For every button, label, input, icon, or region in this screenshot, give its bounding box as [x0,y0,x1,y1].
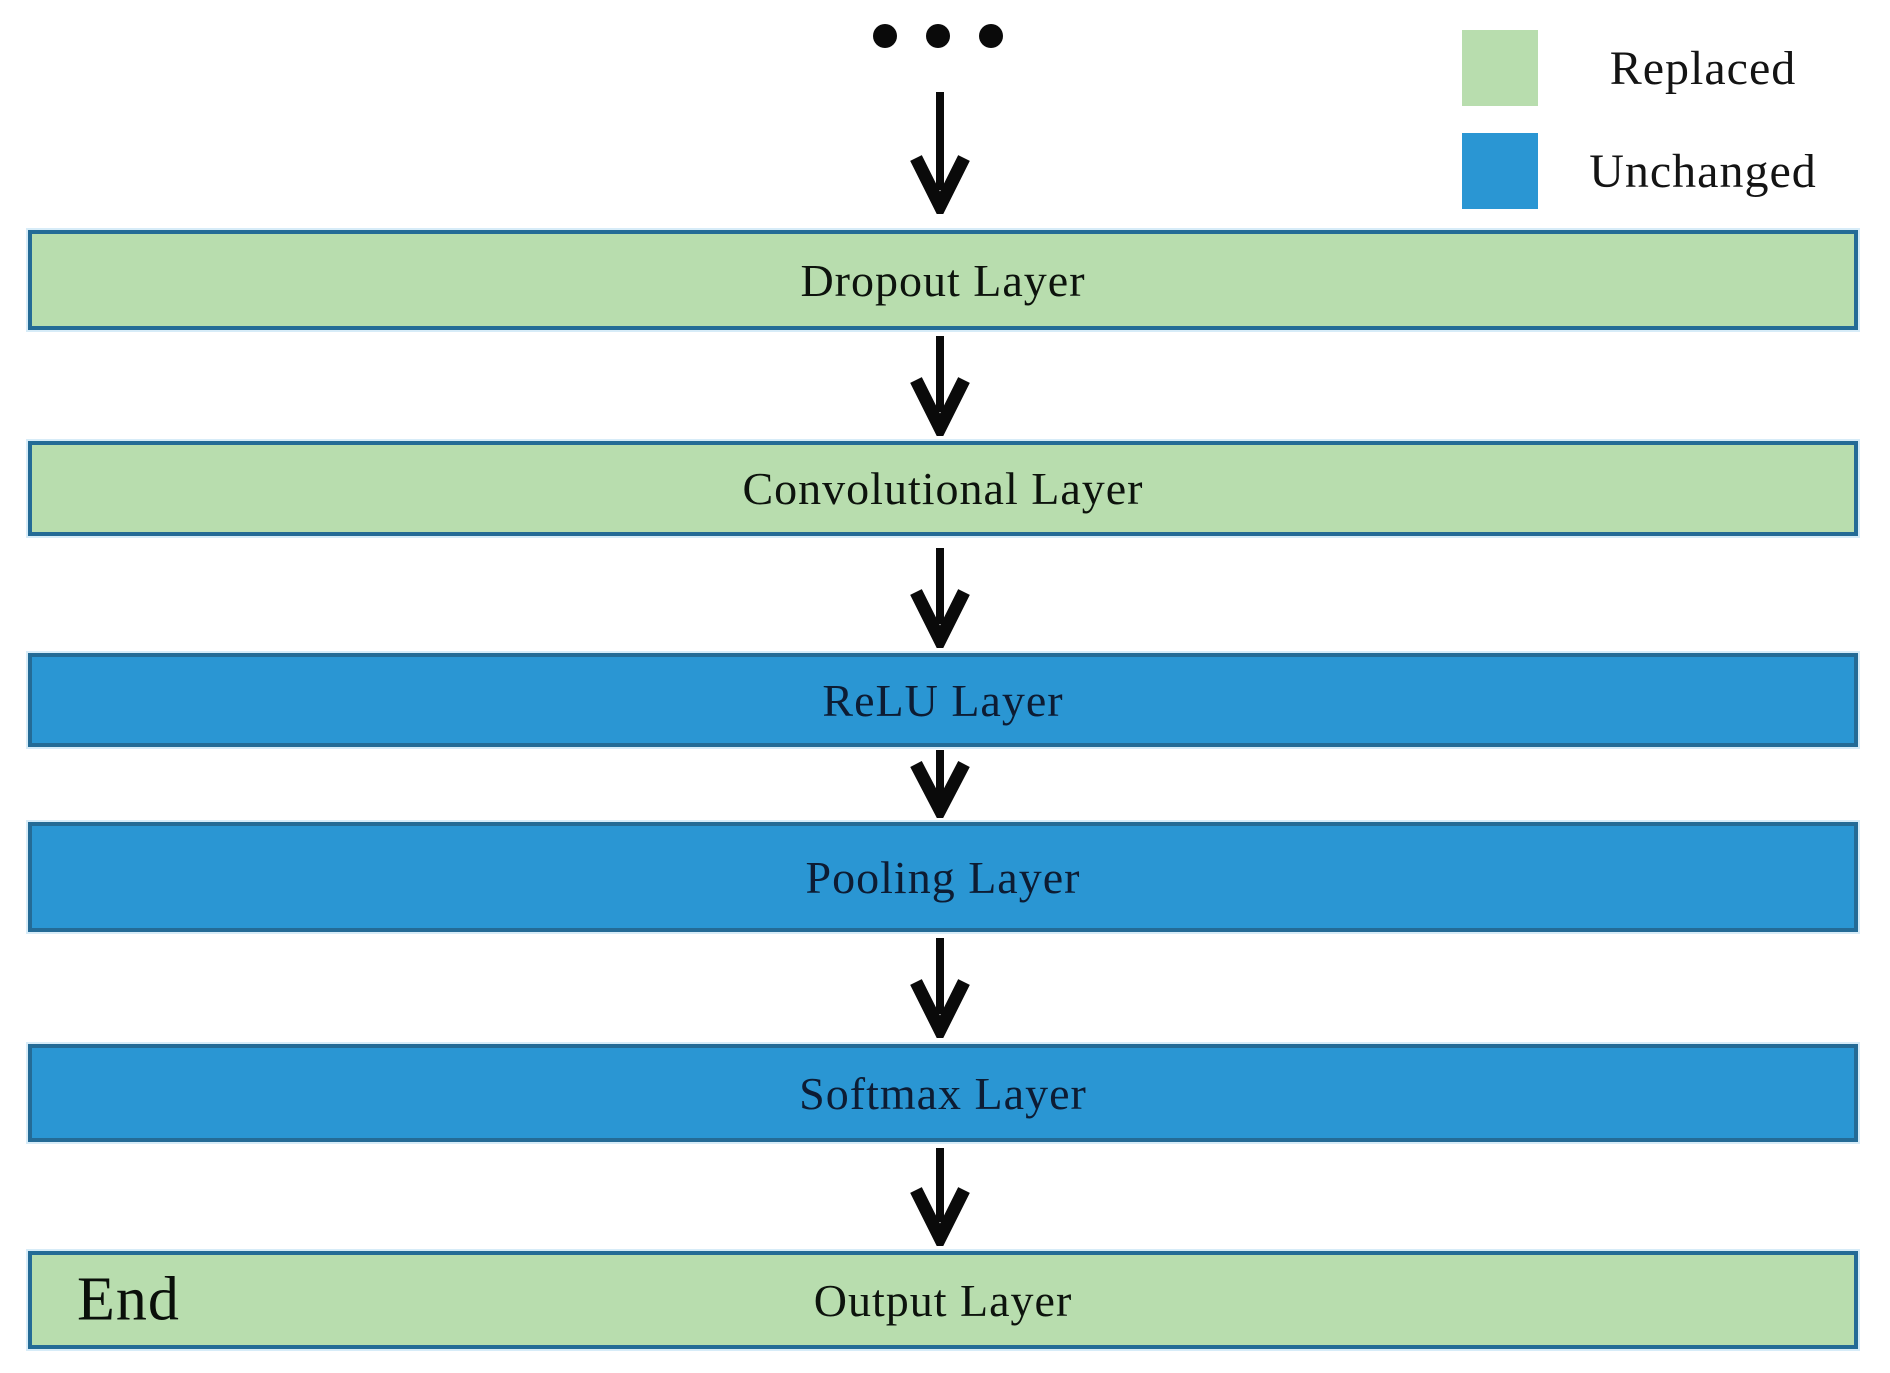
layer-box-relu: ReLU Layer [28,653,1858,747]
arrow-down-icon [908,1148,972,1246]
arrow-down-icon [908,548,972,648]
layer-box-output: End Output Layer [28,1251,1858,1349]
ellipsis-dot [979,24,1003,48]
arrow-down-icon [908,92,972,214]
layer-label: Dropout Layer [800,254,1086,306]
layer-label: Softmax Layer [799,1067,1087,1119]
layer-label: Output Layer [813,1274,1073,1326]
layer-box-dropout: Dropout Layer [28,230,1858,330]
ellipsis-dot [873,24,897,48]
legend-row-unchanged: Unchanged [1462,133,1868,209]
layer-label: Pooling Layer [805,851,1081,903]
layer-box-pooling: Pooling Layer [28,822,1858,932]
arrow-down-icon [908,336,972,436]
unchanged-swatch [1462,133,1538,209]
legend-label: Replaced [1609,41,1797,95]
legend-row-replaced: Replaced [1462,30,1868,106]
end-label: End [77,1265,180,1334]
replaced-swatch [1462,30,1538,106]
arrow-down-icon [908,750,972,818]
arrow-down-icon [908,938,972,1038]
layer-box-convolutional: Convolutional Layer [28,441,1858,536]
layer-box-softmax: Softmax Layer [28,1044,1858,1142]
ellipsis-dot [926,24,950,48]
layer-label: ReLU Layer [822,674,1064,726]
layer-label: Convolutional Layer [742,463,1144,514]
legend: Replaced Unchanged [1462,30,1868,209]
legend-label: Unchanged [1589,144,1817,198]
